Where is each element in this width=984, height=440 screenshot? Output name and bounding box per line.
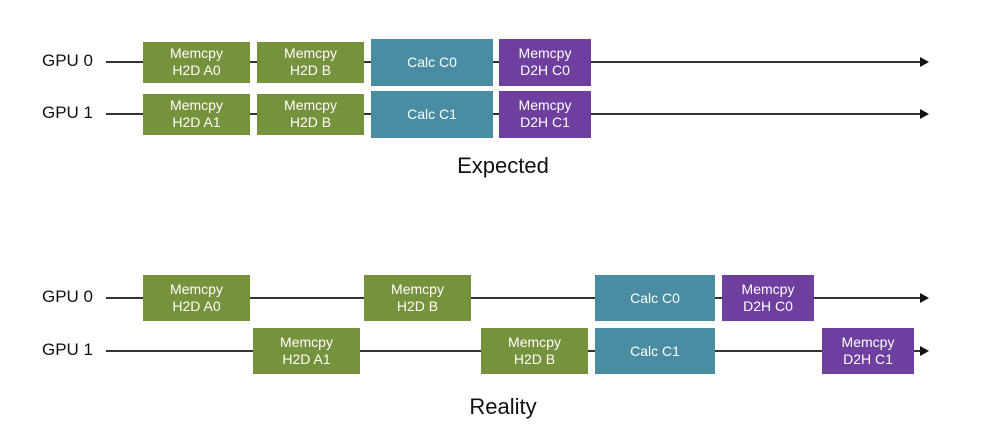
timeline-axis	[106, 297, 920, 299]
block-label: Memcpy	[170, 281, 223, 297]
block-label: D2H C0	[520, 62, 570, 78]
block-label: Memcpy	[170, 97, 223, 113]
block-label: H2D B	[513, 351, 556, 367]
block-label: D2H C1	[843, 351, 893, 367]
block-label: Memcpy	[391, 281, 444, 297]
block-label: H2D B	[289, 114, 332, 130]
row-label-gpu: GPU 0	[42, 287, 94, 306]
block-label: Memcpy	[508, 334, 561, 350]
block-label: H2D B	[289, 62, 332, 78]
calc-block: Calc C1	[595, 328, 715, 374]
row-label-gpu: GPU 0	[42, 51, 94, 70]
block-label: H2D A1	[282, 351, 331, 367]
calc-block: Calc C1	[371, 90, 493, 138]
calc-block: Calc C0	[371, 38, 493, 86]
arrow-head-icon	[920, 346, 929, 356]
block-label: H2D A0	[172, 298, 221, 314]
block-label: Memcpy	[170, 45, 223, 61]
calc-block: Calc C0	[595, 275, 715, 321]
block-label: Calc C0	[630, 289, 680, 306]
block-label: Memcpy	[280, 334, 333, 350]
row-label-gpu: GPU 1	[42, 340, 94, 359]
row-label-gpu: GPU 1	[42, 103, 94, 122]
block-label: H2D B	[396, 298, 439, 314]
arrow-head-icon	[920, 293, 929, 303]
arrow-head-icon	[920, 57, 929, 67]
block-label: D2H C0	[743, 298, 793, 314]
section-title-reality: Reality	[469, 394, 537, 419]
block-label: H2D A0	[172, 62, 221, 78]
block-label: Memcpy	[841, 334, 895, 350]
arrow-head-icon	[920, 109, 929, 119]
block-label: Memcpy	[284, 97, 337, 113]
block-label: Calc C0	[407, 53, 457, 70]
block-label: Memcpy	[518, 97, 572, 113]
block-label: Calc C1	[630, 342, 680, 359]
block-label: Memcpy	[284, 45, 337, 61]
block-label: Memcpy	[741, 281, 795, 297]
block-label: D2H C1	[520, 114, 570, 130]
block-label: Calc C1	[407, 105, 457, 122]
block-label: Memcpy	[518, 45, 572, 61]
section-title-expected: Expected	[457, 153, 549, 178]
block-label: H2D A1	[172, 114, 221, 130]
